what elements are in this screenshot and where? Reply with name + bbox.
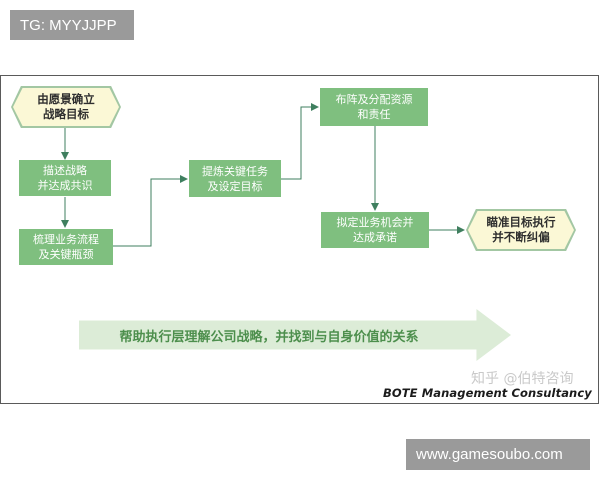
diagram-panel: 由愿景确立 战略目标 描述战略 并达成共识 梳理业务流程 及关键瓶颈 提炼关键任… [0, 75, 599, 404]
connector-arrows [61, 103, 465, 247]
arrow-step3-to-step4 [281, 103, 319, 180]
top-tag: TG: MYYJJPP [10, 10, 134, 40]
step-allocate-resources: 布阵及分配资源 和责任 [320, 88, 428, 126]
step-map-business-process: 梳理业务流程 及关键瓶颈 [19, 229, 113, 265]
banner-text: 帮助执行层理解公司战略，并找到与自身价值的关系 [119, 329, 419, 345]
watermark: 知乎 @伯特咨询 [471, 371, 574, 387]
arrow-step2-to-step3 [112, 175, 188, 247]
step-refine-key-tasks: 提炼关键任务 及设定目标 [189, 160, 281, 197]
bottom-tag: www.gamesoubo.com [406, 439, 590, 470]
step-draft-opportunities: 拟定业务机会并 达成承诺 [321, 212, 429, 248]
step-describe-strategy: 描述战略 并达成共识 [19, 160, 111, 196]
end-node: 瞄准目标执行 并不断纠偏 [468, 211, 574, 249]
footer-brand: BOTE Management Consultancy [383, 386, 592, 400]
start-node: 由愿景确立 战略目标 [13, 88, 119, 126]
